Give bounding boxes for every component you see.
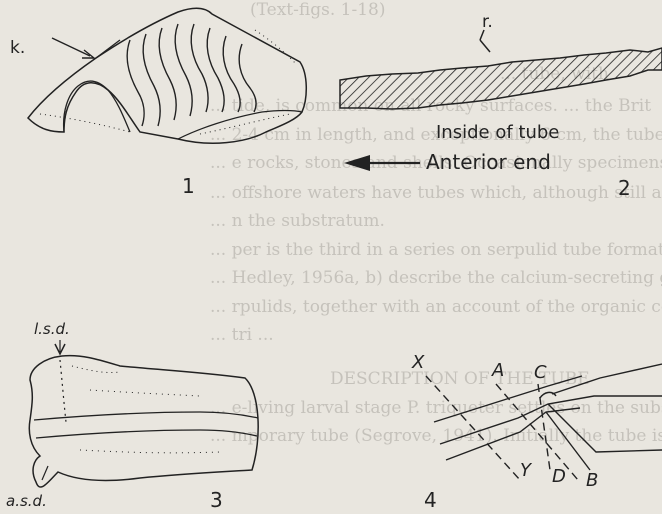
figure2-number: 2: [618, 178, 631, 198]
figure3-number: 3: [210, 490, 223, 510]
figure1-number: 1: [182, 176, 195, 196]
figure2-anterior-end-label: Anterior end: [426, 152, 551, 172]
figure2-label-r: r.: [482, 14, 493, 31]
figure3-label-asd: a.s.d.: [6, 494, 47, 509]
figure4-label-a: A: [492, 362, 504, 380]
figure3-label-lsd: l.s.d.: [34, 322, 70, 337]
figure4-label-b: B: [586, 472, 598, 490]
figure4-label-x: X: [412, 354, 424, 372]
figure1-tube-drawing: [28, 8, 306, 143]
figure2-caption-inside: Inside of tube: [436, 124, 559, 142]
figure4-label-c: C: [534, 364, 547, 382]
figure2-tube-section: [340, 30, 662, 109]
anterior-end-arrow: [344, 155, 420, 171]
figure4-number: 4: [424, 490, 437, 510]
figure1-label-k: k.: [10, 40, 25, 57]
figure4-label-d: D: [552, 468, 566, 486]
figure3-opercular-drawing: [29, 340, 258, 487]
figure4-label-y: Y: [520, 462, 531, 480]
